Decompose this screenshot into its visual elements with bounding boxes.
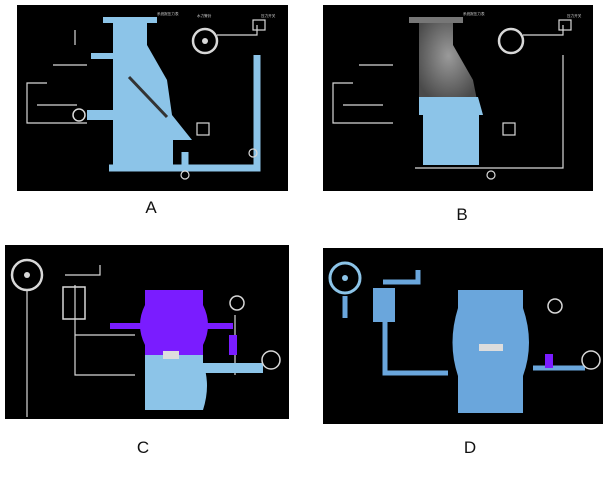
diagram-panel-b: 系统报压力表 压力开关: [323, 5, 593, 191]
diagram-panel-d: [323, 248, 603, 424]
panel-label-c: C: [136, 438, 150, 457]
svg-text:压力开关: 压力开关: [567, 13, 582, 18]
valve-diagram-c: [10, 258, 281, 417]
panel-label-a: A: [145, 198, 157, 217]
svg-text:水力警铃: 水力警铃: [197, 13, 212, 18]
diagram-panel-c: [5, 245, 289, 419]
valve-diagram-d: [328, 261, 601, 413]
diagram-panel-a: 系统报压力表 水力警铃 压力开关: [17, 5, 288, 191]
panel-label-b: B: [456, 205, 468, 224]
svg-text:系统报压力表: 系统报压力表: [463, 11, 485, 16]
svg-text:系统报压力表: 系统报压力表: [157, 11, 179, 16]
panel-label-d: D: [463, 438, 477, 457]
valve-diagram-a: 系统报压力表 水力警铃 压力开关: [26, 11, 276, 180]
svg-text:压力开关: 压力开关: [261, 13, 276, 18]
valve-diagram-b: 系统报压力表 压力开关: [332, 11, 582, 180]
